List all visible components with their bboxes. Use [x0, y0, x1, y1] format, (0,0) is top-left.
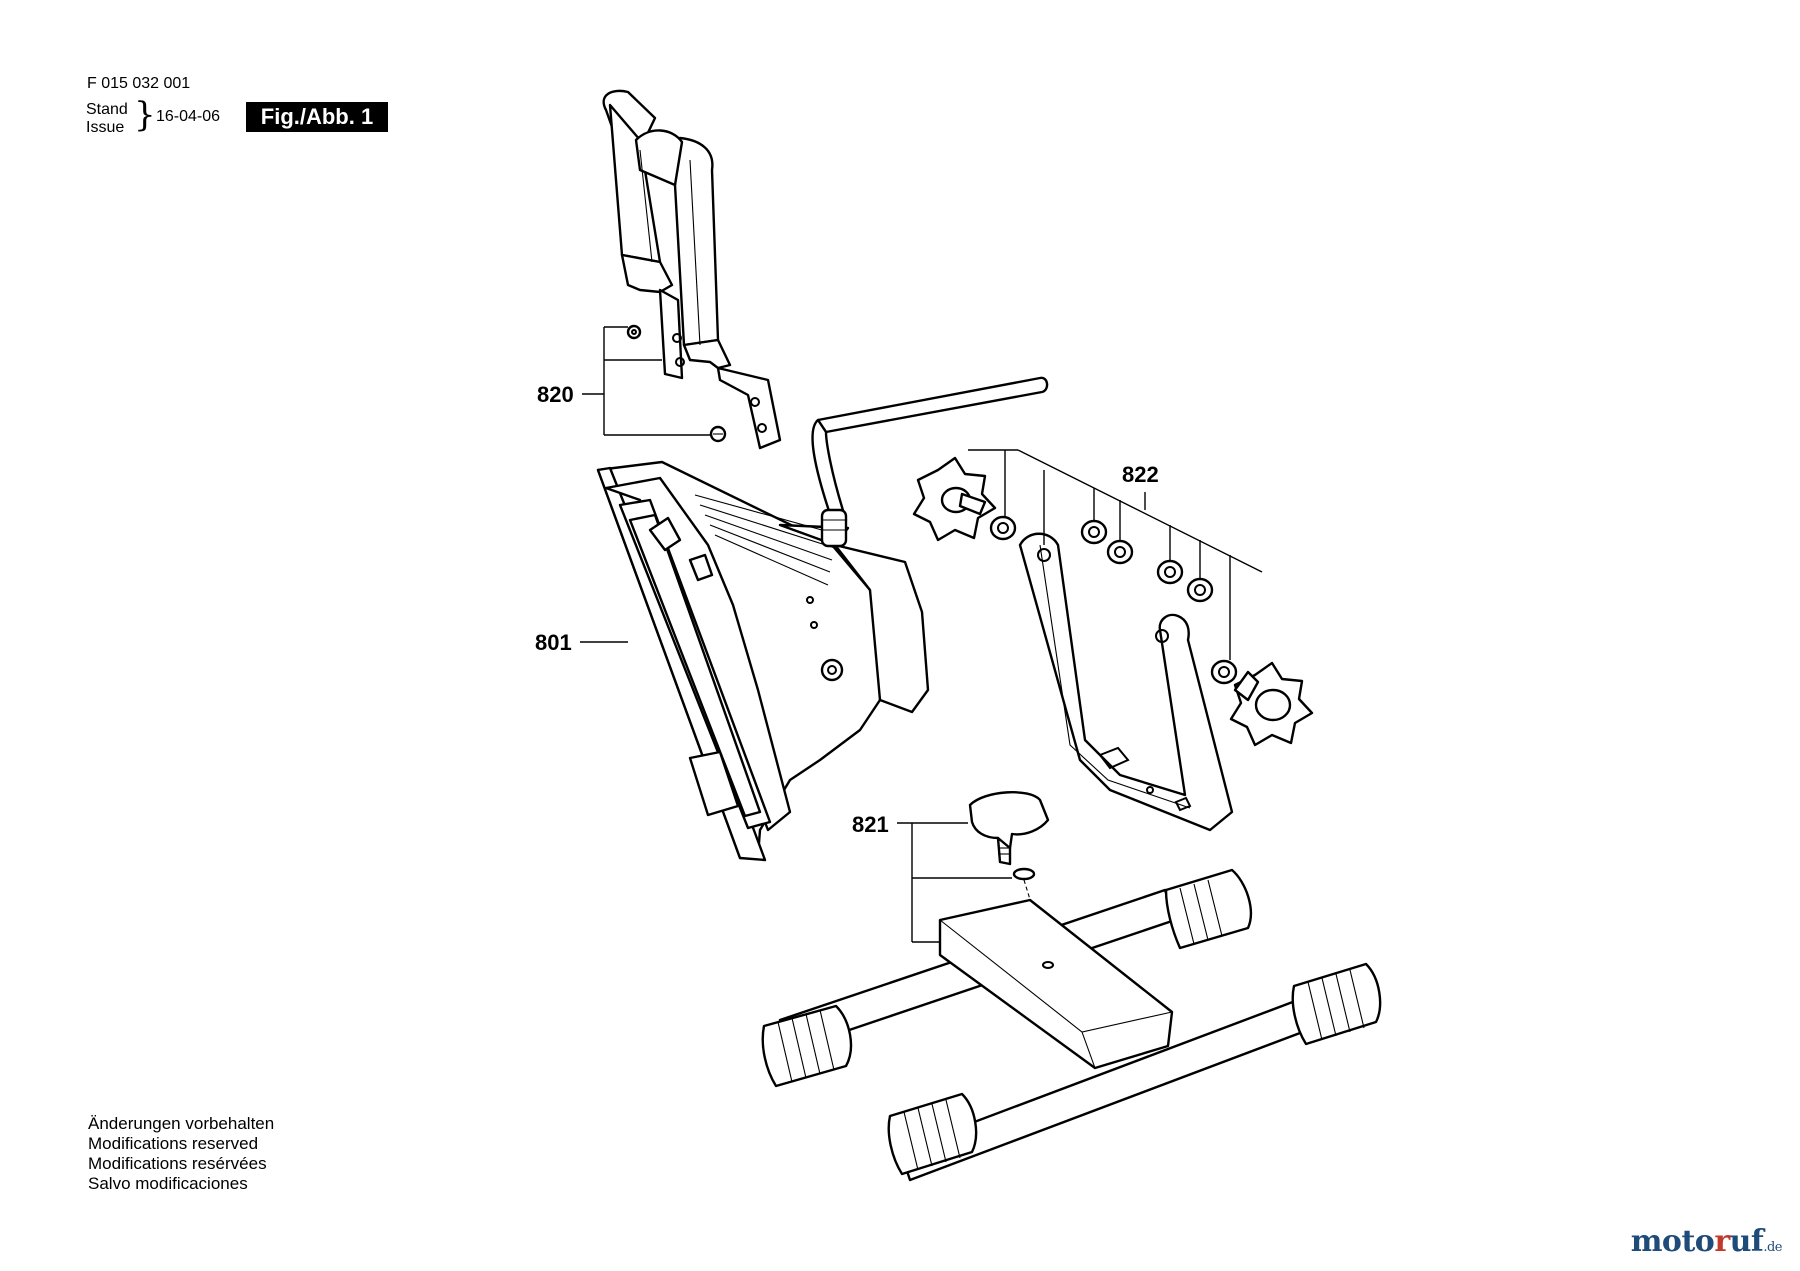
star-knob-right	[1229, 661, 1314, 747]
callout-821-label: 821	[852, 812, 889, 837]
issue-date: 16-04-06	[156, 108, 221, 125]
star-knob-left	[912, 456, 997, 542]
callout-820-label: 820	[537, 382, 574, 407]
callout-820: 820	[537, 326, 710, 436]
watermark-logo: motoruf.de	[1630, 1224, 1783, 1259]
brace-glyph: }	[134, 95, 156, 135]
callout-801-label: 801	[535, 630, 572, 655]
note-en: Modifications reserved	[88, 1134, 259, 1153]
handle-screw-upper	[626, 324, 642, 340]
washers	[989, 515, 1238, 685]
callout-801: 801	[535, 630, 628, 655]
issue-label: Issue	[86, 119, 125, 136]
watermark-part-r: r	[1714, 1224, 1730, 1259]
watermark-part-a: moto	[1630, 1224, 1715, 1259]
figure-badge: Fig./Abb. 1	[246, 102, 388, 132]
stand-label: Stand	[86, 101, 128, 118]
note-es: Salvo modificaciones	[88, 1174, 248, 1193]
handle-part	[602, 89, 782, 450]
handle-screw-lower	[709, 425, 727, 443]
stand-base-part	[761, 868, 1382, 1182]
document-code: F 015 032 001	[87, 75, 191, 92]
cable-part	[811, 376, 1049, 522]
stand-issue-labels: Stand Issue	[86, 101, 128, 137]
watermark-tld: .de	[1763, 1240, 1782, 1255]
callout-821: 821	[852, 812, 1012, 943]
watermark-part-b: uf	[1729, 1224, 1764, 1259]
bracket-part	[1018, 532, 1234, 832]
modification-notes: Änderungen vorbehalten Modifications res…	[88, 1114, 274, 1194]
note-de: Änderungen vorbehalten	[88, 1114, 275, 1133]
callout-822-label: 822	[1122, 462, 1159, 487]
stand-knob-part	[968, 791, 1050, 959]
lamp-housing-part	[596, 460, 930, 862]
note-fr: Modifications resérvées	[88, 1154, 267, 1173]
callout-822: 822	[968, 449, 1263, 660]
